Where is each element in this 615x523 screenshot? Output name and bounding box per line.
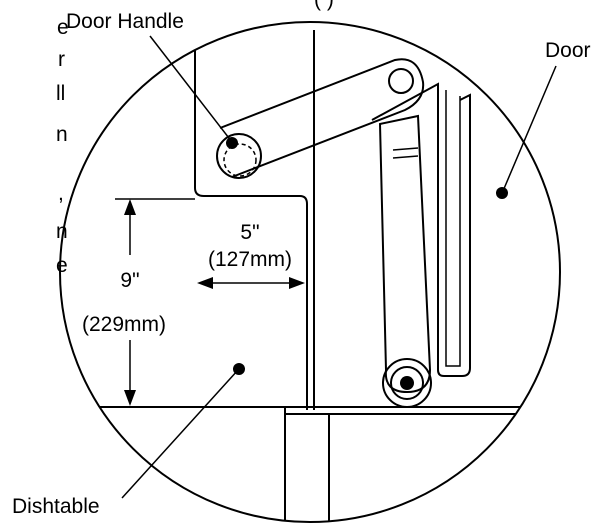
side-text-fragment: r (58, 48, 65, 71)
door-handle-leader (149, 35, 233, 143)
handle-end-pivot (388, 68, 414, 94)
height-dimension: 9" (229mm) (82, 198, 195, 406)
side-text-fragment: e (56, 254, 68, 277)
door-panel-outline (371, 82, 471, 377)
handle-housing-outline (194, 40, 308, 410)
door-callout: Door (496, 39, 591, 199)
dimension-arrow-left (197, 277, 213, 289)
door-handle-label: Door Handle (66, 10, 184, 33)
door-label: Door (545, 39, 591, 62)
side-text-fragment: n (56, 123, 68, 146)
height-inches-label: 9" (120, 269, 139, 292)
dimension-arrow-up (124, 199, 136, 215)
detail-contents (60, 30, 530, 522)
door-leader (502, 65, 557, 192)
linkage-marker (392, 147, 419, 151)
dishtable-leader (121, 369, 239, 499)
width-dimension: 5" (127mm) (197, 221, 305, 289)
dishtable-callout: Dishtable (12, 363, 245, 518)
width-inches-label: 5" (240, 221, 259, 244)
door-handle-marker (226, 137, 238, 149)
side-text-fragment: e (57, 16, 69, 39)
width-mm-label: (127mm) (208, 248, 292, 271)
handle-hidden-pivot (223, 143, 257, 177)
height-mm-label: (229mm) (82, 313, 166, 336)
dimension-arrow-down (124, 390, 136, 406)
linkage-marker (392, 155, 419, 159)
dishtable-marker (233, 363, 245, 375)
side-text-fragment: n (56, 220, 68, 243)
roller-middle (390, 366, 424, 400)
handle-arm (219, 58, 425, 178)
top-partial-caption: ( ) (314, 0, 334, 11)
detail-circle (59, 21, 561, 523)
roller-outer (382, 358, 432, 408)
side-text-fragment: ll (56, 82, 65, 105)
door-panel-inner (445, 90, 461, 367)
side-text-fragment: , (58, 182, 64, 205)
roller-axle (400, 376, 414, 390)
door-marker (496, 187, 508, 199)
side-text-fragments: e r ll n , n e (56, 16, 69, 277)
dishtable-label: Dishtable (12, 495, 100, 518)
door-handle-callout: Door Handle (66, 10, 238, 149)
dimension-arrow-right (289, 277, 305, 289)
handle-pivot-hub (216, 133, 262, 179)
